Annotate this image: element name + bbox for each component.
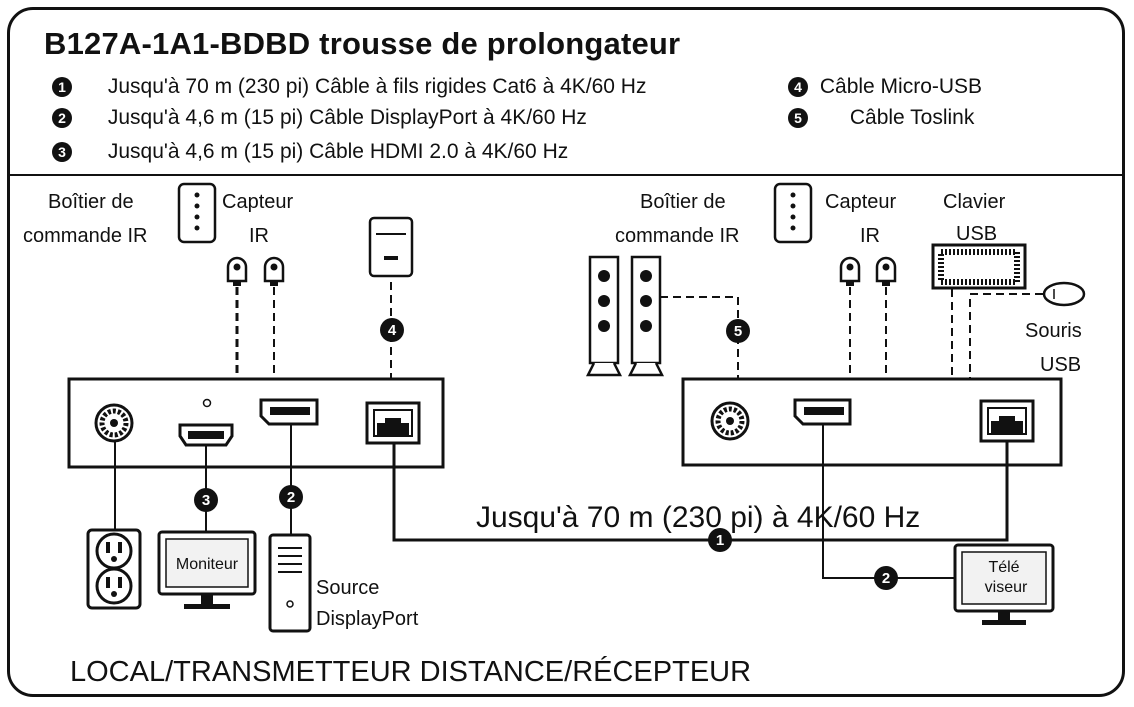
remote-receiver-unit: [681, 377, 1063, 467]
legend-item-2: 2 Jusqu'à 4,6 m (15 pi) Câble DisplayPor…: [52, 106, 587, 130]
power-outlet-icon: [86, 528, 142, 610]
legend-number: 1: [52, 77, 72, 97]
local-ir-box-label-line1: Boîtier de: [48, 191, 134, 213]
legend-text: Jusqu'à 4,6 m (15 pi) Câble HDMI 2.0 à 4…: [107, 140, 569, 163]
local-ir-sensor-label-line2: IR: [249, 225, 269, 247]
svg-text:4: 4: [388, 322, 397, 339]
usb-keyboard-icon: [931, 243, 1027, 290]
remote-ir-sensor-icon: [839, 256, 861, 288]
tv-label-line1: Télé: [988, 559, 1019, 576]
remote-ir-box-label-line2: commande IR: [615, 225, 740, 247]
source-label-line1: Source: [316, 577, 379, 599]
remote-ir-remote-icon: [773, 182, 813, 244]
local-ir-sensor-icon: [263, 256, 285, 288]
remote-ir-sensor-icon: [875, 256, 897, 288]
remote-ir-sensor-label-line2: IR: [860, 225, 880, 247]
legend-number: 2: [52, 108, 72, 128]
remote-ir-sensor-label-line1: Capteur: [825, 191, 896, 213]
badge-5: 5: [726, 319, 750, 343]
local-ir-remote-icon: [177, 182, 217, 244]
keyboard-label-line2: USB: [956, 223, 997, 245]
speaker-icon: [586, 255, 622, 377]
local-ir-box-label-line2: commande IR: [23, 225, 148, 247]
svg-text:2: 2: [882, 570, 890, 587]
legend-item-1: 1 Jusqu'à 70 m (230 pi) Câble à fils rig…: [52, 75, 646, 99]
television-icon: Télé viseur: [953, 543, 1055, 625]
legend-text: Câble Toslink: [849, 106, 975, 129]
monitor-label: Moniteur: [176, 556, 239, 573]
keyboard-label-line1: Clavier: [943, 191, 1006, 213]
legend-item-5: 5 Câble Toslink: [788, 106, 974, 130]
badge-3: 3: [194, 488, 218, 512]
svg-text:2: 2: [287, 489, 295, 506]
legend-text: Jusqu'à 70 m (230 pi) Câble à fils rigid…: [107, 75, 647, 98]
badge-2-remote: 2: [874, 566, 898, 590]
local-ir-sensor-label-line1: Capteur: [222, 191, 293, 213]
remote-ir-box-label-line1: Boîtier de: [640, 191, 726, 213]
mouse-label-line2: USB: [1040, 354, 1081, 376]
legend-number: 5: [788, 108, 808, 128]
legend-item-4: 4 Câble Micro-USB: [788, 75, 982, 99]
legend-number: 3: [52, 142, 72, 162]
tv-label-line2: viseur: [985, 579, 1028, 596]
header-divider: [9, 174, 1125, 176]
badge-2-local: 2: [279, 485, 303, 509]
legend-number: 4: [788, 77, 808, 97]
diagram-frame: [7, 7, 1125, 697]
legend-item-3: 3 Jusqu'à 4,6 m (15 pi) Câble HDMI 2.0 à…: [52, 140, 568, 164]
source-label-line2: DisplayPort: [316, 608, 419, 630]
footer-label: LOCAL/TRANSMETTEUR DISTANCE/RÉCEPTEUR: [70, 656, 752, 688]
local-transmitter-unit: [67, 377, 445, 469]
mouse-label-line1: Souris: [1025, 320, 1082, 342]
displayport-source-pc-icon: [268, 533, 312, 633]
svg-text:3: 3: [202, 492, 210, 509]
local-monitor-icon: Moniteur: [157, 530, 257, 609]
page-title: B127A-1A1-BDBD trousse de prolongateur: [44, 26, 681, 61]
legend-text: Jusqu'à 4,6 m (15 pi) Câble DisplayPort …: [107, 106, 587, 129]
link-distance-label: Jusqu'à 70 m (230 pi) à 4K/60 Hz: [476, 501, 920, 534]
badge-4: 4: [380, 318, 404, 342]
usb-mouse-icon: [1042, 281, 1086, 307]
legend-text: Câble Micro-USB: [819, 75, 983, 98]
svg-text:1: 1: [716, 532, 724, 549]
local-usb-device-icon: [368, 216, 414, 278]
badge-1: 1: [708, 528, 732, 552]
speaker-icon: [628, 255, 664, 377]
local-ir-sensor-icon: [226, 256, 248, 288]
svg-text:5: 5: [734, 323, 742, 340]
